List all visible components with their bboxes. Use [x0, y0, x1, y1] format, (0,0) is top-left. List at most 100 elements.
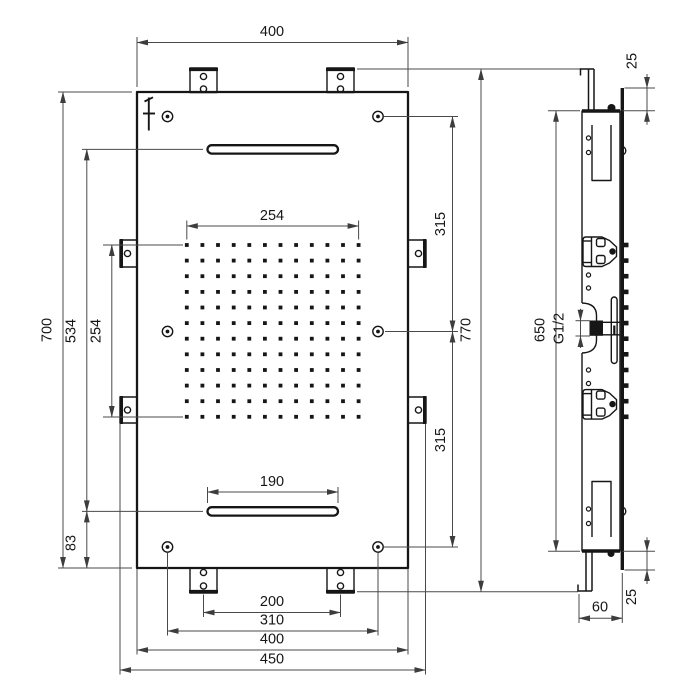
- nozzle-tick: [622, 398, 629, 404]
- clip-fitting-top: [582, 236, 618, 268]
- nozzle-dot: [294, 383, 298, 388]
- nozzle-grid: [184, 243, 361, 419]
- nozzle-dot: [216, 305, 220, 310]
- nozzle-tick: [622, 367, 629, 373]
- nozzle-dot: [200, 290, 205, 294]
- nozzle-dot: [309, 368, 314, 372]
- dim-700: 700: [40, 91, 132, 569]
- channel-bottom: [591, 480, 612, 537]
- screw-hole: [372, 541, 384, 553]
- waterfall-slot-top: [206, 144, 340, 155]
- nozzle-dot: [231, 352, 236, 357]
- screw-hole: [161, 110, 174, 123]
- dim-315-upper: 315: [384, 116, 458, 332]
- nozzle-dot: [309, 352, 314, 357]
- nozzle-dot: [278, 368, 283, 372]
- nozzle-dot: [356, 258, 361, 263]
- nozzle-dot: [325, 274, 330, 279]
- nozzle-tick: [622, 258, 629, 263]
- tab-hole: [336, 582, 345, 590]
- nozzle-dot: [200, 414, 205, 419]
- nozzle-tick: [622, 273, 629, 279]
- dim-83: 83: [64, 510, 90, 569]
- nozzle-dot: [231, 274, 236, 279]
- tab-hole: [336, 568, 345, 577]
- top-hook-bracket: [579, 68, 595, 110]
- dim-label-534: 534: [64, 319, 80, 343]
- nozzle-dot: [263, 243, 267, 247]
- dim-200: 200: [203, 594, 341, 617]
- nozzle-dot: [247, 290, 252, 294]
- nozzle-dot: [309, 336, 314, 341]
- nozzle-dot: [325, 321, 330, 325]
- dim-400-top: 400: [136, 24, 409, 87]
- mounting-tabs-bottom: [189, 567, 355, 594]
- tab-hole: [336, 72, 345, 81]
- screw-boss-bottom: [607, 550, 615, 557]
- nozzle-dot: [216, 274, 220, 279]
- nozzle-dot: [200, 243, 205, 247]
- dim-label-315-upper: 315: [433, 212, 449, 236]
- nozzle-dot: [247, 305, 252, 310]
- dim-label-700: 700: [40, 318, 56, 342]
- dim-25-bottom: 25: [622, 537, 655, 605]
- nozzle-dot: [184, 336, 189, 341]
- dim-650: 650: [533, 110, 580, 552]
- nozzle-dot: [325, 243, 330, 247]
- nozzle-dot: [247, 243, 252, 247]
- nozzle-dot: [341, 321, 345, 325]
- nozzle-dot: [356, 414, 361, 419]
- nozzle-dot: [356, 352, 361, 357]
- nozzle-dot: [341, 305, 345, 310]
- nozzle-dot: [341, 336, 345, 341]
- nozzle-dot: [184, 383, 189, 388]
- nozzle-dot: [216, 399, 220, 404]
- clip-fitting-bottom: [582, 388, 618, 420]
- nozzle-dot: [341, 383, 345, 388]
- nozzle-dot: [356, 290, 361, 294]
- nozzle-dot: [247, 274, 252, 279]
- nozzle-dot: [325, 305, 330, 310]
- dim-label-g12: G1/2: [552, 313, 568, 344]
- dim-450: 450: [119, 424, 426, 675]
- side-view: [577, 68, 629, 592]
- orientation-mark: [143, 96, 155, 131]
- nozzle-dot: [294, 258, 298, 263]
- nozzle-dot: [231, 336, 236, 341]
- slot-boss-bottom: [622, 506, 627, 517]
- nozzle-dot: [263, 290, 267, 294]
- nozzle-dot: [278, 414, 283, 419]
- nozzle-dot: [356, 274, 361, 279]
- dim-60: 60: [578, 573, 623, 623]
- nozzle-dot: [294, 368, 298, 372]
- nozzle-dot: [263, 383, 267, 388]
- nozzle-dot: [184, 274, 189, 279]
- nozzle-dot: [278, 274, 283, 279]
- nozzle-dot: [216, 258, 220, 263]
- mounting-tabs-right: [407, 239, 427, 424]
- nozzle-dot: [278, 383, 283, 388]
- nozzle-dot: [216, 243, 220, 247]
- nozzle-dot: [184, 258, 189, 263]
- nozzle-dot: [216, 336, 220, 341]
- nozzle-dot: [231, 414, 236, 419]
- nozzle-dot: [200, 321, 205, 325]
- nozzle-dot: [184, 290, 189, 294]
- nozzle-dot: [216, 321, 220, 325]
- nozzle-dot: [294, 305, 298, 310]
- nozzle-tick: [622, 289, 629, 295]
- nozzle-dot: [231, 321, 236, 325]
- nozzle-dot: [341, 352, 345, 357]
- nozzle-dot: [294, 290, 298, 294]
- dim-315-lower: 315: [384, 331, 458, 548]
- nozzle-dot: [247, 258, 252, 263]
- screw-holes: [161, 110, 384, 553]
- tab-hole: [123, 249, 132, 258]
- nozzle-dot: [325, 290, 330, 294]
- nozzle-dot: [200, 274, 205, 279]
- nozzle-dot: [247, 321, 252, 325]
- dim-label-400-bottom: 400: [260, 632, 284, 648]
- nozzle-dot: [278, 258, 283, 263]
